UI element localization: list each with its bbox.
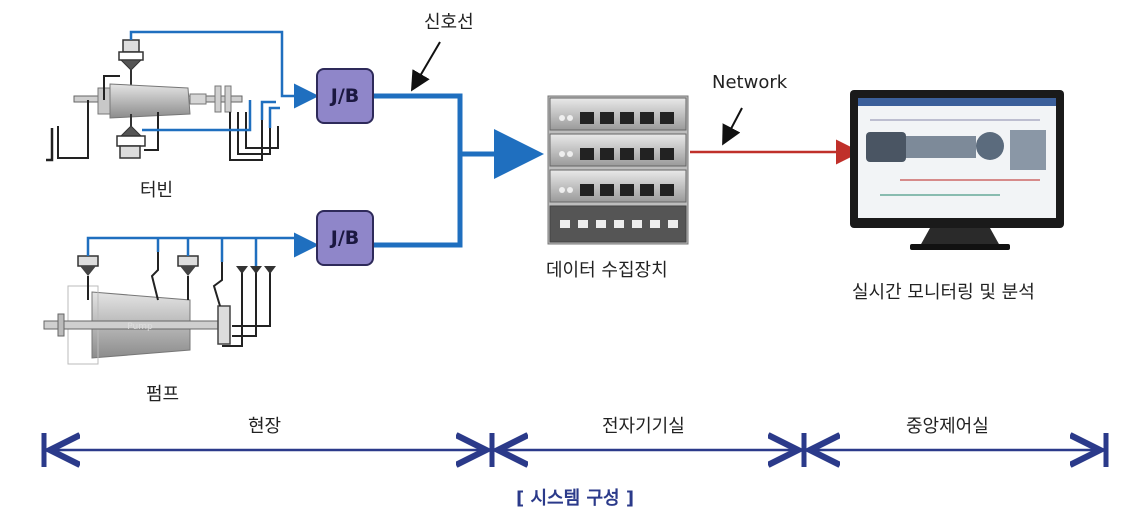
monitoring-label: 실시간 모니터링 및 분석 (852, 282, 1035, 303)
signal-line-pointer (410, 41, 441, 92)
junction-box-pump-label: J/B (330, 227, 360, 249)
pump-diagram: Pump (43, 252, 276, 365)
data-collector-rack (547, 95, 689, 245)
turbine-signal-lines (129, 30, 319, 132)
data-collector-label: 데이터 수집장치 (546, 260, 668, 281)
pump-label: 펌프 (146, 384, 180, 405)
zone-field-label: 현장 (248, 416, 282, 437)
turbine-label: 터빈 (140, 180, 174, 201)
zone-control-room-label: 중앙제어실 (906, 416, 989, 437)
signal-line-label: 신호선 (424, 12, 474, 33)
network-label: Network (712, 72, 788, 93)
junction-box-turbine: J/B (316, 68, 374, 124)
pump-signal-lines (86, 232, 319, 266)
turbine-diagram (46, 39, 279, 162)
monitoring-screen (850, 90, 1064, 250)
junction-box-turbine-label: J/B (330, 85, 360, 107)
junction-box-trunk-lines (374, 93, 544, 248)
zone-electronics-room-label: 전자기기실 (602, 416, 685, 437)
network-pointer (722, 107, 743, 146)
junction-box-pump: J/B (316, 210, 374, 266)
zone-arrows (41, 433, 1109, 467)
diagram-caption: [ 시스템 구성 ] (516, 488, 635, 509)
pump-body-label: Pump (127, 322, 153, 332)
